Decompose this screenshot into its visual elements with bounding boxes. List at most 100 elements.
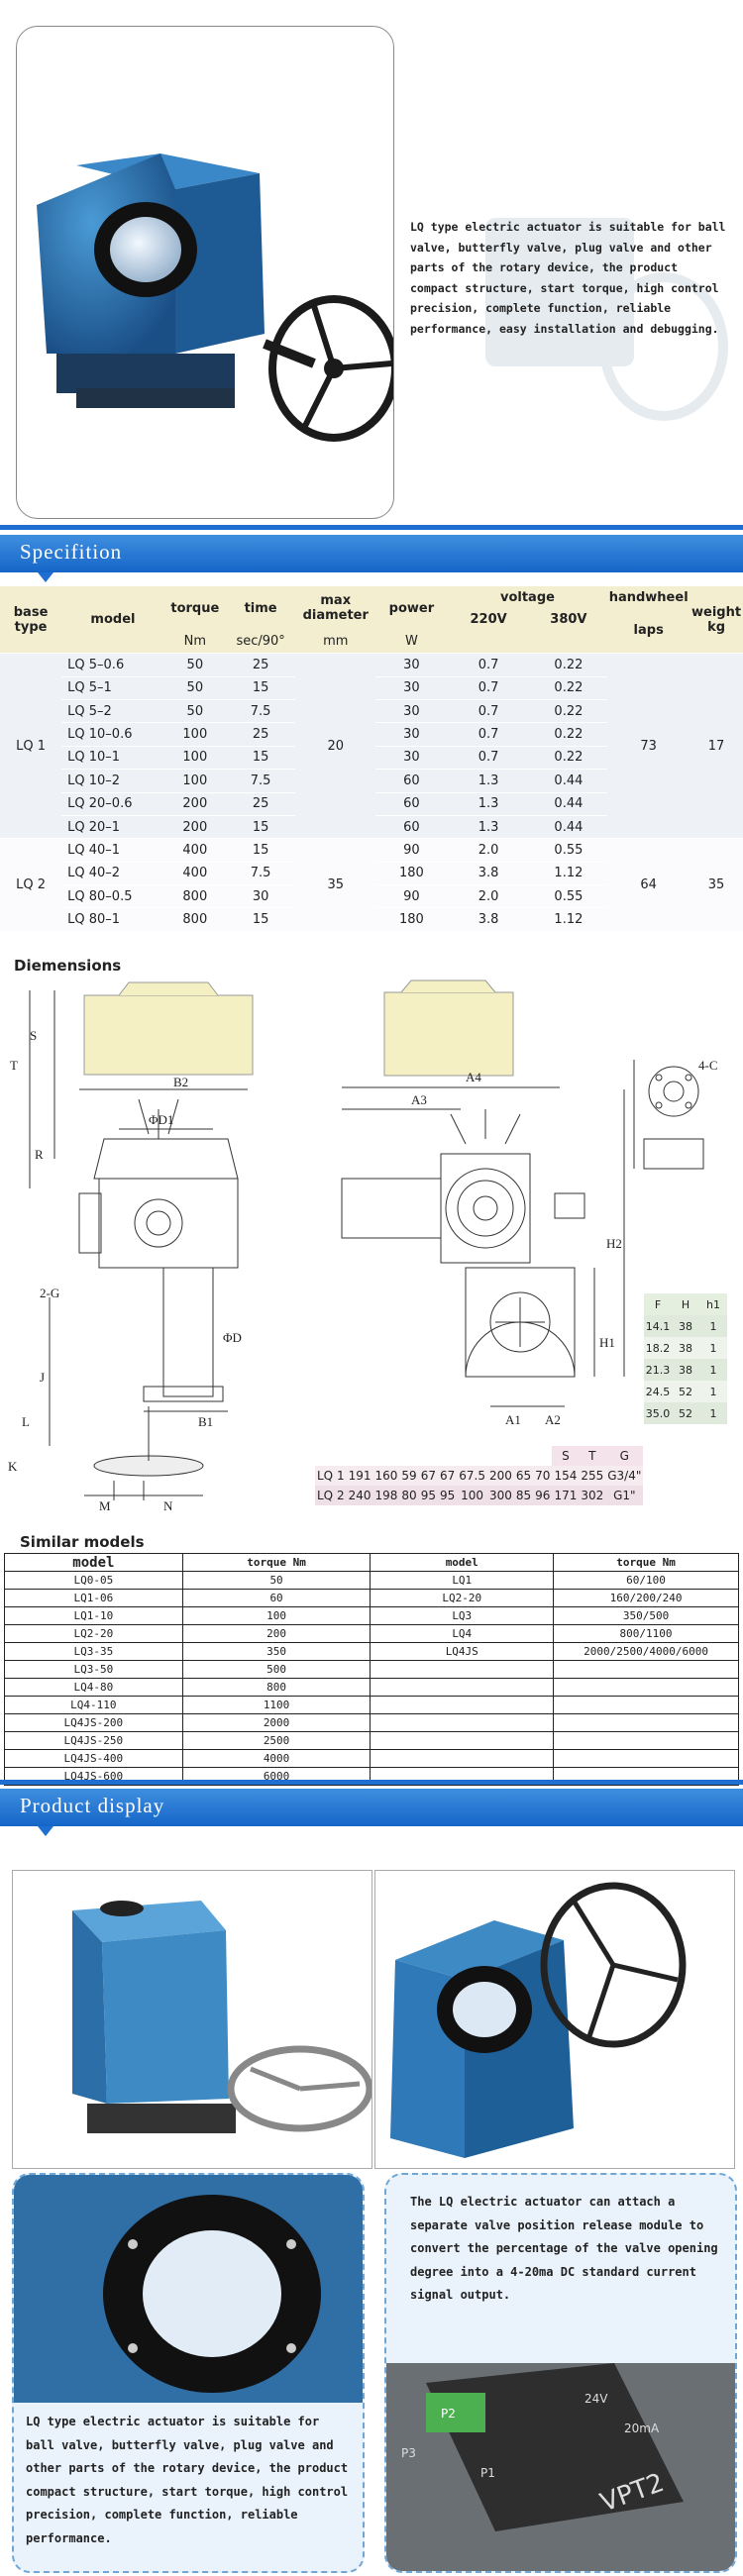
similar-model-cell: LQ3-35 bbox=[4, 1642, 183, 1661]
similar-model-cell: 500 bbox=[181, 1660, 372, 1679]
similar-model-cell: LQ3-50 bbox=[4, 1660, 183, 1679]
fh-cell: 38 bbox=[679, 1363, 692, 1377]
spec-220v: 0.7 bbox=[447, 745, 530, 770]
similar-model-cell: LQ4JS bbox=[370, 1642, 555, 1661]
spec-banner-stripe bbox=[0, 525, 743, 530]
spec-380v: 0.22 bbox=[529, 698, 608, 723]
spec-time: 15 bbox=[225, 907, 296, 931]
spec-380v: 0.44 bbox=[529, 769, 608, 793]
right-caption: The LQ electric actuator can attach a se… bbox=[410, 2195, 718, 2302]
similar-model-cell: 60 bbox=[181, 1589, 372, 1607]
sim-th-torque-1: torque Nm bbox=[181, 1553, 372, 1572]
dim-cell: G3/4" bbox=[607, 1469, 642, 1483]
spec-model: LQ 10–1 bbox=[61, 745, 164, 770]
spec-power: 30 bbox=[375, 698, 448, 723]
spec-power: 60 bbox=[375, 814, 448, 839]
similar-model-cell: LQ4-110 bbox=[4, 1696, 183, 1714]
fh-cell: 21.3 bbox=[645, 1363, 671, 1377]
dim-header-cell bbox=[533, 1446, 552, 1466]
spec-weight: 17 bbox=[690, 653, 743, 839]
similar-model-cell: 350 bbox=[181, 1642, 372, 1661]
spec-220v: 1.3 bbox=[447, 814, 530, 839]
window-closeup-illustration bbox=[14, 2175, 363, 2403]
spec-time: 30 bbox=[225, 884, 296, 908]
label-k: K bbox=[8, 1459, 18, 1474]
fh-header-cell: F bbox=[654, 1297, 662, 1311]
dim-cell: 59 bbox=[401, 1469, 417, 1483]
fh-cell: 52 bbox=[679, 1385, 692, 1398]
product-banner bbox=[0, 1789, 743, 1826]
similar-model-cell: LQ1-10 bbox=[4, 1606, 183, 1625]
similar-model-cell bbox=[370, 1696, 555, 1714]
dim-header-cell: T bbox=[579, 1446, 606, 1466]
label-d: ΦD bbox=[223, 1330, 242, 1345]
dim-cell: LQ 2 bbox=[317, 1489, 345, 1502]
dim-cell: G1" bbox=[613, 1489, 636, 1502]
module-label-p1: P1 bbox=[480, 2466, 495, 2480]
dim-cell: 171 bbox=[554, 1489, 578, 1502]
fh-cell: 14.1 bbox=[645, 1319, 671, 1333]
spec-torque: 800 bbox=[163, 884, 226, 908]
dim-cell: 154 bbox=[554, 1469, 578, 1483]
fh-header-cell: h1 bbox=[706, 1297, 720, 1311]
similar-model-cell: 200 bbox=[181, 1624, 372, 1643]
dim-cell: 160 bbox=[374, 1469, 398, 1483]
spec-model: LQ 5–0.6 bbox=[61, 653, 164, 677]
th-time-unit: sec/90° bbox=[236, 634, 285, 650]
spec-220v: 0.7 bbox=[447, 722, 530, 747]
similar-model-cell: 100 bbox=[181, 1606, 372, 1625]
dim-cell: 191 bbox=[348, 1469, 372, 1483]
spec-torque: 50 bbox=[163, 698, 226, 723]
product-photo-2 bbox=[374, 1870, 735, 2169]
similar-model-cell bbox=[553, 1731, 739, 1750]
spec-time: 25 bbox=[225, 653, 296, 677]
spec-handwheel-laps: 73 bbox=[607, 653, 690, 839]
spec-torque: 100 bbox=[163, 745, 226, 770]
dim-header-cell bbox=[457, 1446, 487, 1466]
spec-max-diameter: 35 bbox=[295, 838, 376, 931]
similar-model-cell bbox=[370, 1731, 555, 1750]
product-photo-1-illustration bbox=[72, 1901, 372, 2133]
dim-header-cell bbox=[373, 1446, 400, 1466]
product-detail-bubble-right: The LQ electric actuator can attach a se… bbox=[384, 2173, 737, 2573]
position-module-illustration: VPT2 P2 P3 P1 24V 20mA bbox=[386, 2363, 735, 2571]
spec-power: 90 bbox=[375, 838, 448, 863]
dim-cell: LQ 1 bbox=[317, 1469, 345, 1483]
spec-max-diameter: 20 bbox=[295, 653, 376, 839]
spec-380v: 0.55 bbox=[529, 838, 608, 863]
dim-cell: 85 bbox=[515, 1489, 532, 1502]
spec-weight: 35 bbox=[690, 838, 743, 931]
label-g: 2-G bbox=[40, 1286, 59, 1300]
product-photo-2-illustration bbox=[390, 1882, 687, 2158]
spec-power: 60 bbox=[375, 791, 448, 816]
similar-models-title: Similar models bbox=[20, 1533, 145, 1551]
fh-cell: 38 bbox=[679, 1341, 692, 1355]
dimension-drawing: B2 ΦD1 R T S 2-G J L K ΦD B1 M N A4 A3 H… bbox=[8, 979, 718, 1513]
spec-380v: 0.55 bbox=[529, 884, 608, 908]
similar-model-cell: LQ4JS-250 bbox=[4, 1731, 183, 1750]
dim-cell: 95 bbox=[420, 1489, 436, 1502]
th-voltage: voltage bbox=[499, 589, 555, 605]
spec-380v: 0.44 bbox=[529, 814, 608, 839]
label-s: S bbox=[30, 1028, 37, 1043]
spec-time: 25 bbox=[225, 722, 296, 747]
intro-description: LQ type electric actuator is suitable fo… bbox=[410, 220, 726, 336]
label-r: R bbox=[35, 1147, 44, 1162]
spec-time: 15 bbox=[225, 745, 296, 770]
dim-cell: 67 bbox=[420, 1469, 436, 1483]
spec-model: LQ 5–1 bbox=[61, 675, 164, 700]
similar-model-cell: LQ1-06 bbox=[4, 1589, 183, 1607]
fh-cell: 1 bbox=[709, 1319, 717, 1333]
fh-cell: 38 bbox=[679, 1319, 692, 1333]
left-caption: LQ type electric actuator is suitable fo… bbox=[26, 2415, 349, 2545]
fh-cell: 24.5 bbox=[645, 1385, 671, 1398]
